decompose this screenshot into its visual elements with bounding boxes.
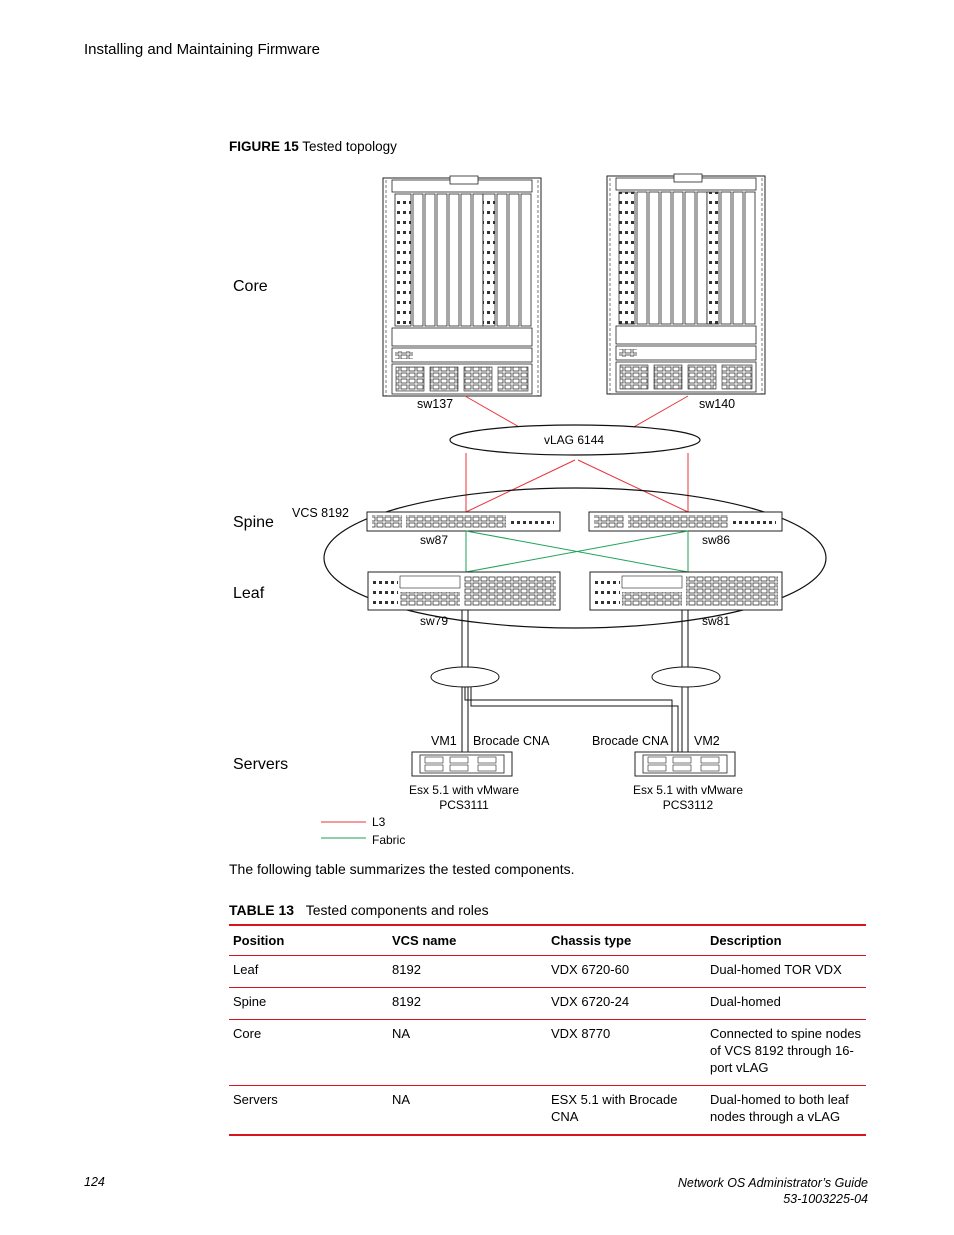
vlag-label: vLAG 6144 bbox=[544, 433, 604, 447]
column-header-chassis-type: Chassis type bbox=[547, 924, 706, 956]
switch-label-sw87: sw87 bbox=[420, 533, 448, 547]
table-cell: VDX 6720-24 bbox=[547, 987, 706, 1020]
topology-diagram: Core Spine Leaf Servers sw137 sw140 vLAG… bbox=[233, 173, 827, 847]
pcs-label-left: PCS3111 bbox=[439, 798, 489, 812]
switch-label-sw79: sw79 bbox=[420, 614, 448, 628]
tier-label-servers: Servers bbox=[233, 756, 288, 773]
table-cell: Dual-homed bbox=[706, 987, 866, 1020]
page-number: 124 bbox=[84, 1175, 105, 1189]
cna-label-right: Brocade CNA bbox=[592, 734, 669, 748]
table-cell: NA bbox=[388, 1019, 547, 1086]
vcs-8192-ellipse bbox=[323, 487, 827, 629]
figure-caption: FIGURE 15 Tested topology bbox=[229, 139, 397, 154]
table-cell: ESX 5.1 with Brocade CNA bbox=[547, 1085, 706, 1136]
core-chassis-sw140 bbox=[606, 173, 766, 395]
table-cell: Servers bbox=[229, 1085, 388, 1136]
spine-switch-sw86 bbox=[588, 511, 783, 532]
switch-label-sw81: sw81 bbox=[702, 614, 730, 628]
switch-label-sw86: sw86 bbox=[702, 533, 730, 547]
table-caption: TABLE 13 Tested components and roles bbox=[229, 902, 489, 918]
switch-label-sw140: sw140 bbox=[699, 397, 735, 411]
table-cell: Core bbox=[229, 1019, 388, 1086]
switch-label-sw137: sw137 bbox=[417, 397, 453, 411]
table-cell: Dual-homed to both leaf nodes through a … bbox=[706, 1085, 866, 1136]
spine-switch-sw87 bbox=[366, 511, 561, 532]
components-table: Position VCS name Chassis type Descripti… bbox=[229, 924, 866, 1136]
legend: L3 Fabric bbox=[321, 815, 405, 847]
esx-label-left: Esx 5.1 with vMware bbox=[409, 783, 519, 797]
server-pcs3111 bbox=[411, 751, 513, 777]
table-title: Tested components and roles bbox=[305, 902, 489, 918]
server-pcs3112 bbox=[634, 751, 736, 777]
table-cell: 8192 bbox=[388, 955, 547, 988]
table-cell: NA bbox=[388, 1085, 547, 1136]
table-cell: Leaf bbox=[229, 955, 388, 988]
table-cell: VDX 6720-60 bbox=[547, 955, 706, 988]
table-row: Leaf 8192 VDX 6720-60 Dual-homed TOR VDX bbox=[229, 955, 866, 988]
figure-label: FIGURE 15 bbox=[229, 139, 299, 154]
footer-doc-info: Network OS Administrator’s Guide 53-1003… bbox=[678, 1175, 868, 1207]
table-cell: VDX 8770 bbox=[547, 1019, 706, 1086]
leaf-switch-sw81 bbox=[589, 571, 783, 611]
intro-paragraph: The following table summarizes the teste… bbox=[229, 861, 575, 877]
pcs-label-right: PCS3112 bbox=[663, 798, 714, 812]
column-header-position: Position bbox=[229, 924, 388, 956]
table-cell: Connected to spine nodes of VCS 8192 thr… bbox=[706, 1019, 866, 1086]
server-vlag-right bbox=[651, 666, 721, 688]
tier-label-core: Core bbox=[233, 278, 268, 295]
vm1-label: VM1 bbox=[431, 734, 457, 748]
cna-label-left: Brocade CNA bbox=[473, 734, 550, 748]
table-label: TABLE 13 bbox=[229, 902, 295, 918]
core-chassis-sw137 bbox=[382, 175, 542, 397]
tier-label-leaf: Leaf bbox=[233, 585, 265, 602]
leaf-switch-sw79 bbox=[367, 571, 561, 611]
column-header-vcs-name: VCS name bbox=[388, 924, 547, 956]
l3-links bbox=[464, 395, 689, 513]
vlag-6144-ellipse bbox=[449, 424, 701, 456]
server-vlag-left bbox=[430, 666, 500, 688]
table-cell: Spine bbox=[229, 987, 388, 1020]
fabric-links bbox=[465, 530, 689, 573]
vcs-label: VCS 8192 bbox=[292, 506, 349, 520]
running-header: Installing and Maintaining Firmware bbox=[84, 41, 320, 58]
legend-label-fabric: Fabric bbox=[372, 833, 405, 847]
column-header-description: Description bbox=[706, 924, 866, 956]
table-row: Spine 8192 VDX 6720-24 Dual-homed bbox=[229, 987, 866, 1020]
legend-label-l3: L3 bbox=[372, 815, 386, 829]
tier-label-spine: Spine bbox=[233, 514, 274, 531]
figure-title: Tested topology bbox=[302, 139, 397, 154]
server-links bbox=[461, 610, 689, 752]
table-cell: 8192 bbox=[388, 987, 547, 1020]
table-cell: Dual-homed TOR VDX bbox=[706, 955, 866, 988]
table-header-row: Position VCS name Chassis type Descripti… bbox=[229, 924, 866, 956]
table-row: Servers NA ESX 5.1 with Brocade CNA Dual… bbox=[229, 1085, 866, 1136]
vm2-label: VM2 bbox=[694, 734, 720, 748]
table-row: Core NA VDX 8770 Connected to spine node… bbox=[229, 1019, 866, 1086]
esx-label-right: Esx 5.1 with vMware bbox=[633, 783, 743, 797]
footer-doc-title: Network OS Administrator’s Guide bbox=[677, 1176, 868, 1190]
footer-doc-number: 53-1003225-04 bbox=[783, 1192, 868, 1206]
